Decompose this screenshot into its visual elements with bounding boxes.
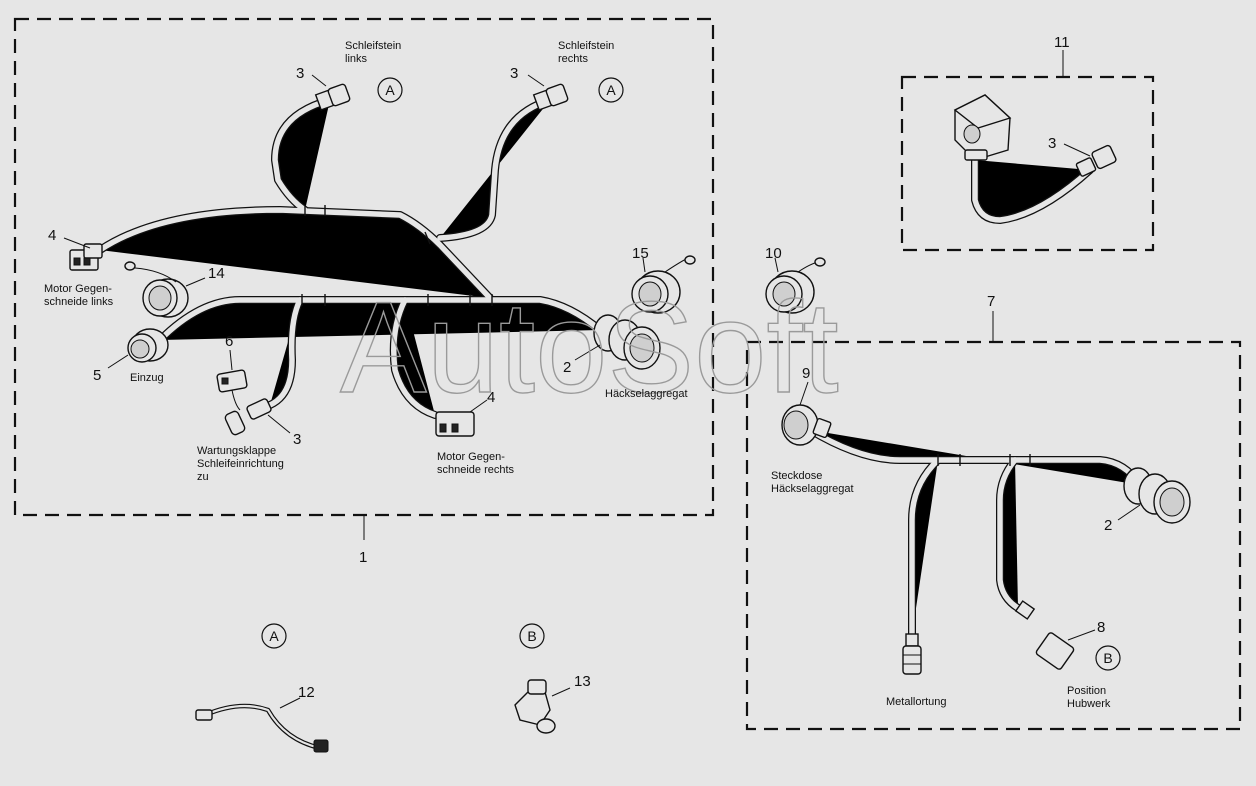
label-steckdose-1: Steckdose — [771, 470, 822, 482]
label-einzug: Einzug — [130, 372, 164, 384]
connector-4-motor-rechts — [435, 399, 488, 437]
plug-15 — [631, 255, 696, 314]
connector-5-einzug — [107, 328, 169, 369]
connector-3-schleifstein-links — [311, 74, 351, 111]
label-schleifstein-links-2: links — [345, 53, 368, 65]
callout-3-group11: 3 — [1048, 135, 1056, 152]
svg-text:B: B — [527, 628, 536, 644]
svg-text:A: A — [269, 628, 279, 644]
connector-4-motor-links — [63, 237, 103, 271]
label-schleifstein-rechts-2: rechts — [558, 53, 588, 65]
svg-text:B: B — [1103, 650, 1112, 666]
connector-3-wartung — [224, 398, 291, 436]
callout-8: 8 — [1097, 619, 1105, 636]
callout-13: 13 — [574, 673, 591, 690]
connector-6 — [216, 349, 248, 411]
watermark: AutoSoft — [340, 274, 839, 420]
callout-2-group7: 2 — [1104, 517, 1112, 534]
label-motor-links-1: Motor Gegen- — [44, 283, 112, 295]
callout-15: 15 — [632, 245, 649, 262]
svg-text:A: A — [385, 82, 395, 98]
connector-2-haecksel — [574, 314, 661, 370]
label-motor-links-2: schneide links — [44, 296, 114, 308]
plug-10 — [765, 257, 826, 314]
label-motor-rechts-2: schneide rechts — [437, 464, 515, 476]
svg-text:A: A — [606, 82, 616, 98]
label-position-1: Position — [1067, 685, 1106, 697]
ref-circle-b1: B — [1095, 645, 1121, 671]
connector-2-group7 — [1117, 467, 1191, 524]
label-wartung-3: zu — [197, 471, 209, 483]
label-schleifstein-rechts-1: Schleifstein — [558, 40, 614, 52]
label-motor-rechts-1: Motor Gegen- — [437, 451, 505, 463]
label-wartung-1: Wartungsklappe — [197, 445, 276, 457]
group-box-11 — [900, 75, 1155, 252]
label-wartung-2: Schleifeinrichtung — [197, 458, 284, 470]
detail-a-marker: A — [261, 623, 287, 649]
ref-circle-a2: A — [598, 77, 624, 103]
connector-8-position — [1014, 600, 1096, 670]
callout-4-rechts: 4 — [487, 389, 495, 406]
callout-12: 12 — [298, 684, 315, 701]
callout-10: 10 — [765, 245, 782, 262]
label-schleifstein-links-1: Schleifstein — [345, 40, 401, 52]
callout-2-haecksel: 2 — [563, 359, 571, 376]
sensor-metallortung — [902, 633, 922, 675]
callout-3-wartung: 3 — [293, 431, 301, 448]
label-position-2: Hubwerk — [1067, 698, 1111, 710]
callout-6: 6 — [225, 333, 233, 350]
label-metallortung: Metallortung — [886, 696, 947, 708]
plug-14 — [124, 261, 206, 318]
socket-9-steckdose — [781, 381, 832, 446]
label-haecksel: Häckselaggregat — [605, 388, 688, 400]
sensor-11 — [953, 94, 1117, 220]
sensor-13 — [514, 679, 571, 734]
callout-4-links: 4 — [48, 227, 56, 244]
detail-b-marker: B — [519, 623, 545, 649]
group-number-7: 7 — [987, 293, 995, 310]
callout-3-rechts: 3 — [510, 65, 518, 82]
ref-circle-a1: A — [377, 77, 403, 103]
callout-9: 9 — [802, 365, 810, 382]
callout-14: 14 — [208, 265, 225, 282]
callout-3-links: 3 — [296, 65, 304, 82]
group-number-1: 1 — [359, 549, 367, 566]
cable-12 — [195, 697, 329, 753]
group-number-11: 11 — [1054, 34, 1070, 51]
label-steckdose-2: Häckselaggregat — [771, 483, 854, 495]
connector-3-schleifstein-rechts — [527, 74, 569, 111]
callout-5: 5 — [93, 367, 101, 384]
